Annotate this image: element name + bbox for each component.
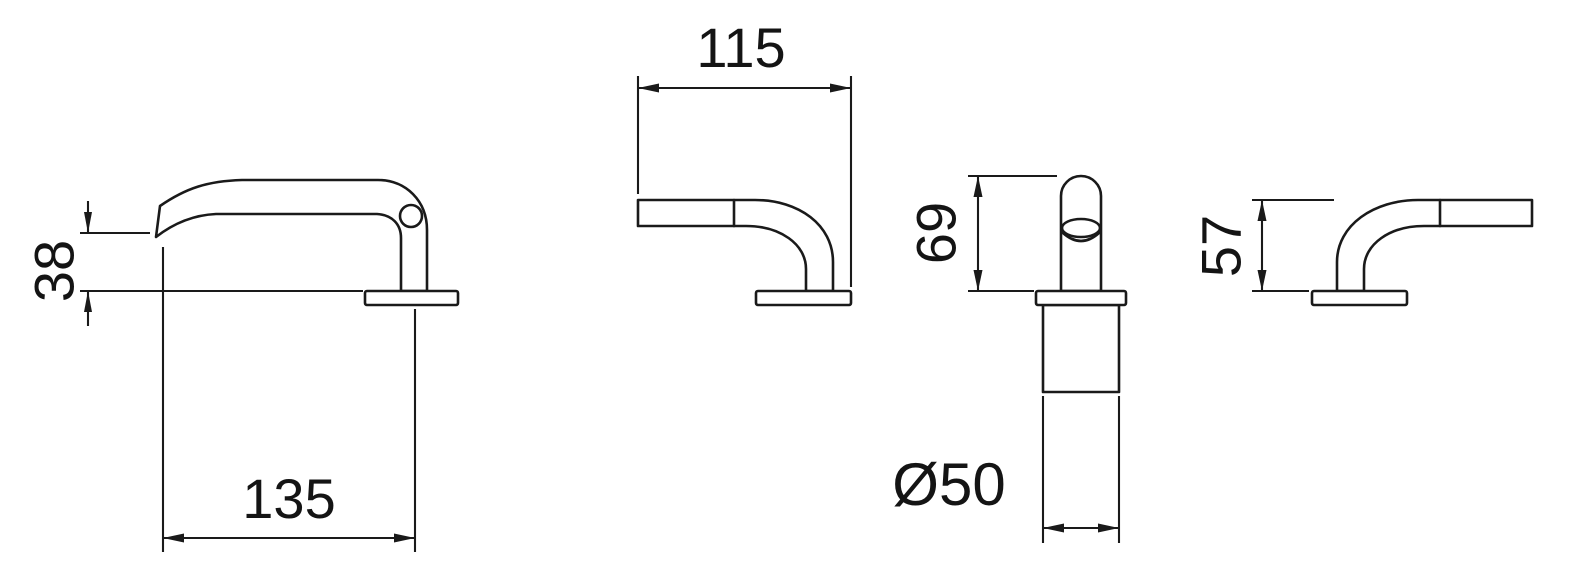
- outlet-lower-lip: [1061, 231, 1101, 243]
- spout-outlet-ellipse: [1060, 217, 1102, 239]
- dimension-outlet-height: 38: [23, 201, 363, 326]
- arrowhead: [830, 83, 851, 93]
- arrowhead: [84, 291, 92, 312]
- front-view: [1034, 174, 1128, 394]
- arrowhead: [973, 176, 983, 197]
- arrowhead: [1043, 523, 1064, 533]
- dimension-body-height: 69: [905, 174, 1057, 293]
- arrowhead: [163, 533, 184, 543]
- spout-outline: [154, 178, 429, 293]
- dim-label-135: 135: [242, 467, 335, 530]
- dim-label-diameter-50: Ø50: [892, 451, 1005, 518]
- dim-label-57: 57: [1190, 215, 1253, 277]
- dim-label-115: 115: [696, 16, 785, 79]
- arrowhead: [1257, 200, 1267, 221]
- base-flange: [1310, 289, 1409, 307]
- side-view: [154, 178, 460, 307]
- arrowhead: [394, 533, 415, 543]
- spout-outline: [636, 198, 835, 293]
- base-flange: [754, 289, 853, 307]
- dimension-arm-length: 115: [636, 16, 853, 287]
- angled-view-left: [636, 198, 853, 307]
- dimension-spout-reach: 135: [161, 247, 417, 552]
- dimension-base-diameter: Ø50: [892, 396, 1121, 543]
- arrowhead: [973, 270, 983, 291]
- dim-label-69: 69: [905, 202, 968, 264]
- dimension-arm-height: 57: [1190, 198, 1334, 293]
- dim-label-38: 38: [23, 240, 86, 302]
- arrowhead: [1098, 523, 1119, 533]
- spout-tube-end-circle: [398, 203, 424, 229]
- base-flange: [1034, 289, 1128, 307]
- arrowhead: [84, 212, 92, 233]
- arrowhead: [1257, 270, 1267, 291]
- base-flange: [363, 289, 460, 307]
- angled-view-right: [1310, 198, 1534, 307]
- arrowhead: [638, 83, 659, 93]
- base-shank: [1041, 303, 1121, 394]
- spout-outline: [1335, 198, 1534, 293]
